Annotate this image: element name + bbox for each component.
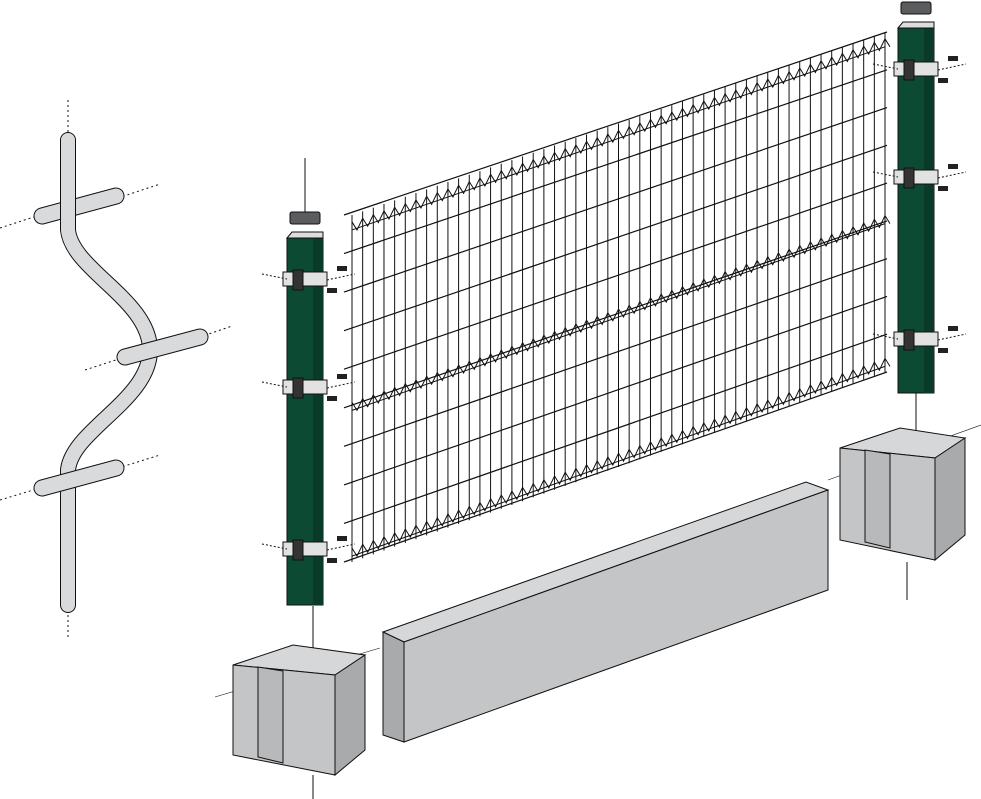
clamp-bracket [292,377,304,399]
concrete-post-base [232,644,367,777]
horizontal-wire [343,31,888,216]
axis [326,381,356,389]
axis [872,63,899,70]
clamp-bracket [292,269,304,291]
nut [327,396,337,401]
clamp [872,56,967,83]
bolt [948,164,958,169]
post-cap [900,1,932,15]
fold-wire [351,46,886,231]
axis [261,273,288,280]
nut [938,348,948,353]
horizontal-wire [343,182,888,370]
clamp-band [893,61,939,77]
horizontal-wire [343,106,888,293]
clamp [872,164,967,191]
clamp-band [282,271,328,287]
horizontal-wire [343,371,888,563]
clamp-band [893,169,939,185]
post-opening [896,21,935,29]
axis [261,381,288,388]
concrete-baseboard [381,481,830,743]
clamp-band [282,541,328,557]
axis [937,63,967,71]
nut [327,558,337,563]
board-end [382,631,405,743]
clamp-bracket [903,329,915,351]
nut [327,288,337,293]
base-front [232,664,336,776]
cross-rod [33,187,125,225]
wire-bend-detail [0,100,233,640]
axis [937,171,967,179]
nut [938,78,948,83]
clamp [261,266,356,293]
horizontal-wire [343,144,888,332]
horizontal-wire [343,333,888,525]
axis [326,273,356,281]
base-side [334,654,366,777]
clamp [872,326,967,353]
bolt [337,536,347,541]
clamp-band [893,331,939,347]
clamp [261,536,356,563]
horizontal-wire [343,295,888,486]
welded-mesh-panel [343,31,891,563]
post-side [313,238,323,605]
clamp-bracket [903,59,915,81]
clamp-band [282,379,328,395]
axis [937,333,967,341]
nut [938,186,948,191]
axis [261,543,288,550]
axis [326,543,356,551]
fold-wire [351,365,886,557]
post-cap [289,211,321,225]
post-opening [285,231,324,239]
bolt [948,326,958,331]
concrete-post-base [839,427,967,562]
axis [872,333,899,340]
bolt [337,266,347,271]
post-side [924,28,934,393]
cross-rod [33,328,209,497]
base-groove [864,449,891,549]
horizontal-wire [343,69,888,255]
bolt [337,374,347,379]
bolt [948,56,958,61]
clamp [261,374,356,401]
clamp-bracket [903,167,915,189]
clamp-bracket [292,539,304,561]
base-side [934,437,966,562]
v-fold [351,214,891,412]
base-groove [257,666,284,764]
fold-wire [351,223,886,411]
axis [872,171,899,178]
horizontal-wire [343,258,888,447]
